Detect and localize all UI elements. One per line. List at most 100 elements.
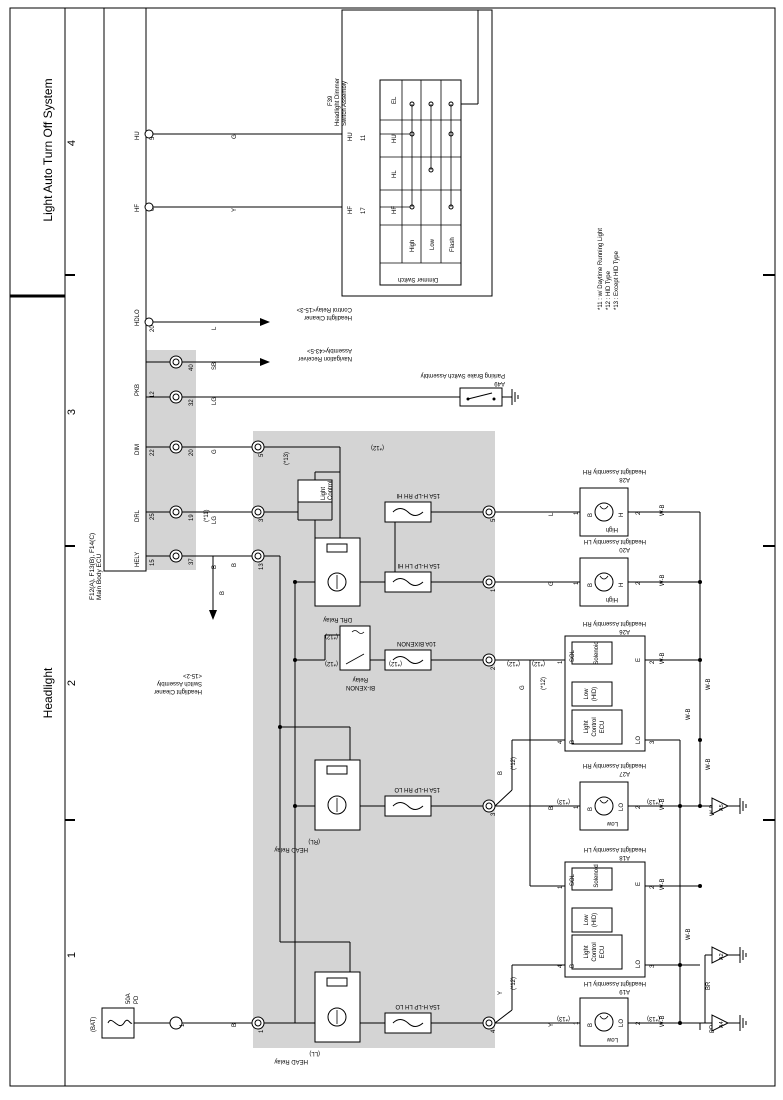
light-control-block: Light Control xyxy=(297,479,334,503)
svg-text:B: B xyxy=(588,583,594,587)
svg-text:40: 40 xyxy=(189,364,195,371)
ext-headlight-cleaner-switch: Headlight Cleaner Switch Assembly <15-2> xyxy=(154,672,202,694)
svg-text:B: B xyxy=(232,1023,238,1027)
svg-text:A20: A20 xyxy=(619,546,630,552)
svg-text:Switch Assembly: Switch Assembly xyxy=(157,680,202,686)
svg-text:HL: HL xyxy=(392,170,398,178)
zone-number-2: 2 xyxy=(66,680,78,686)
headlight-a20-high: B H 1 2 High A20 Headlight Assembly LH xyxy=(574,538,646,607)
bixenon-relay: BI-XENON Relay xyxy=(339,625,375,690)
svg-text:Headlight Assembly LH: Headlight Assembly LH xyxy=(584,980,646,986)
svg-text:2: 2 xyxy=(636,1021,642,1025)
svg-text:17: 17 xyxy=(361,207,367,214)
svg-text:(*12): (*12) xyxy=(511,977,517,990)
svg-text:LO: LO xyxy=(619,1019,625,1027)
svg-text:1: 1 xyxy=(180,1023,186,1027)
ext-navigation-receiver: Navigation Receiver Assembly<43-5> xyxy=(298,347,352,361)
drl-relay: DRL Relay xyxy=(314,537,361,622)
svg-text:Solenoid: Solenoid xyxy=(594,864,600,887)
svg-text:A5: A5 xyxy=(719,804,725,811)
ecu-label-2: Main Body ECU xyxy=(96,553,103,600)
svg-text:3: 3 xyxy=(259,518,265,522)
svg-text:HEAD Relay: HEAD Relay xyxy=(274,1058,308,1064)
svg-text:12: 12 xyxy=(150,391,156,398)
svg-text:E: E xyxy=(636,658,642,662)
svg-text:HF: HF xyxy=(348,206,354,214)
svg-text:(*12): (*12) xyxy=(389,660,402,666)
svg-text:G: G xyxy=(212,449,218,454)
svg-text:SOL: SOL xyxy=(570,649,576,662)
svg-text:15A H-LP LH LO: 15A H-LP LH LO xyxy=(395,1003,440,1009)
svg-text:B: B xyxy=(588,807,594,811)
parking-brake-switch: A49 Parking Brake Switch Assembly xyxy=(421,372,519,407)
svg-text:HU: HU xyxy=(135,131,141,140)
svg-text:BI-XENON: BI-XENON xyxy=(346,684,375,690)
dimmer-switch-table xyxy=(379,79,462,286)
svg-text:20: 20 xyxy=(189,449,195,456)
svg-text:Y: Y xyxy=(232,208,238,212)
svg-text:L: L xyxy=(212,326,218,330)
svg-text:Headlight Assembly LH: Headlight Assembly LH xyxy=(584,846,646,852)
svg-text:Headlight Assembly LH: Headlight Assembly LH xyxy=(584,538,646,544)
svg-text:4: 4 xyxy=(558,740,564,744)
svg-text:Low: Low xyxy=(584,688,590,700)
zone-number-4: 4 xyxy=(66,140,78,146)
junction-dots xyxy=(278,580,297,808)
battery-fuse-50a-pd: (BAT) 50A PD 1 B xyxy=(91,993,252,1039)
svg-text:1: 1 xyxy=(558,885,564,889)
svg-text:W-B: W-B xyxy=(660,652,666,664)
svg-text:Assembly<43-5>: Assembly<43-5> xyxy=(306,347,352,353)
svg-text:LO: LO xyxy=(636,736,642,744)
svg-text:B: B xyxy=(212,565,218,569)
svg-text:HF: HF xyxy=(135,204,141,212)
svg-text:37: 37 xyxy=(189,558,195,565)
connector-circles xyxy=(144,129,496,1030)
svg-text:H: H xyxy=(619,583,625,587)
svg-text:A4: A4 xyxy=(719,1021,725,1028)
svg-text:Low: Low xyxy=(606,820,618,826)
svg-text:2: 2 xyxy=(636,805,642,809)
svg-text:Headlight Dimmer: Headlight Dimmer xyxy=(335,78,341,126)
svg-text:(*12): (*12) xyxy=(325,633,338,639)
svg-text:(*12): (*12) xyxy=(532,660,545,666)
svg-text:High: High xyxy=(606,596,618,602)
svg-text:SB: SB xyxy=(212,362,218,370)
svg-text:HEAD Relay: HEAD Relay xyxy=(274,846,308,852)
svg-text:(*13): (*13) xyxy=(557,1015,570,1021)
ext-headlight-cleaner-relay: Headlight Cleaner Control Relay<15-3> xyxy=(296,306,352,320)
svg-text:13: 13 xyxy=(259,563,265,570)
svg-text:Low: Low xyxy=(584,914,590,926)
svg-text:3: 3 xyxy=(650,964,656,968)
svg-text:(*13): (*13) xyxy=(647,1015,660,1021)
svg-text:Light: Light xyxy=(584,945,590,958)
svg-text:High: High xyxy=(410,240,416,252)
svg-text:15A H-LP LH HI: 15A H-LP LH HI xyxy=(397,562,440,568)
fuses: 15A H-LP LH LO 15A H-LP RH LO 10A BIXENO… xyxy=(384,492,440,1034)
svg-text:25: 25 xyxy=(150,513,156,520)
svg-text:4: 4 xyxy=(491,1029,497,1033)
svg-text:W-B: W-B xyxy=(660,504,666,516)
svg-text:A18: A18 xyxy=(619,854,630,860)
svg-text:Navigation Receiver: Navigation Receiver xyxy=(298,355,352,361)
svg-text:*13 : Except HID Type: *13 : Except HID Type xyxy=(614,250,620,310)
svg-text:Flash: Flash xyxy=(450,237,456,252)
svg-text:Headlight Assembly RH: Headlight Assembly RH xyxy=(583,620,646,626)
svg-text:3: 3 xyxy=(650,740,656,744)
ground-a4: A4 xyxy=(711,1014,747,1032)
svg-text:15: 15 xyxy=(150,559,156,566)
svg-text:G: G xyxy=(232,134,238,139)
svg-text:A49: A49 xyxy=(494,380,505,386)
headlight-a26-hid: Solenoid Light Control ECU Low (HID) SOL… xyxy=(558,620,656,752)
svg-text:32: 32 xyxy=(189,399,195,406)
svg-text:<15-2>: <15-2> xyxy=(182,672,202,678)
svg-text:DRL Relay: DRL Relay xyxy=(323,616,352,622)
svg-text:1: 1 xyxy=(558,660,564,664)
svg-text:EL: EL xyxy=(392,96,398,104)
svg-text:W-B: W-B xyxy=(686,928,692,940)
svg-text:Light: Light xyxy=(321,487,327,500)
svg-text:3: 3 xyxy=(491,812,497,816)
svg-text:Low: Low xyxy=(430,238,436,250)
dimmer-switch-assembly: F39 Headlight Dimmer Switch Assembly Dim… xyxy=(328,9,493,297)
svg-text:20: 20 xyxy=(150,325,156,332)
